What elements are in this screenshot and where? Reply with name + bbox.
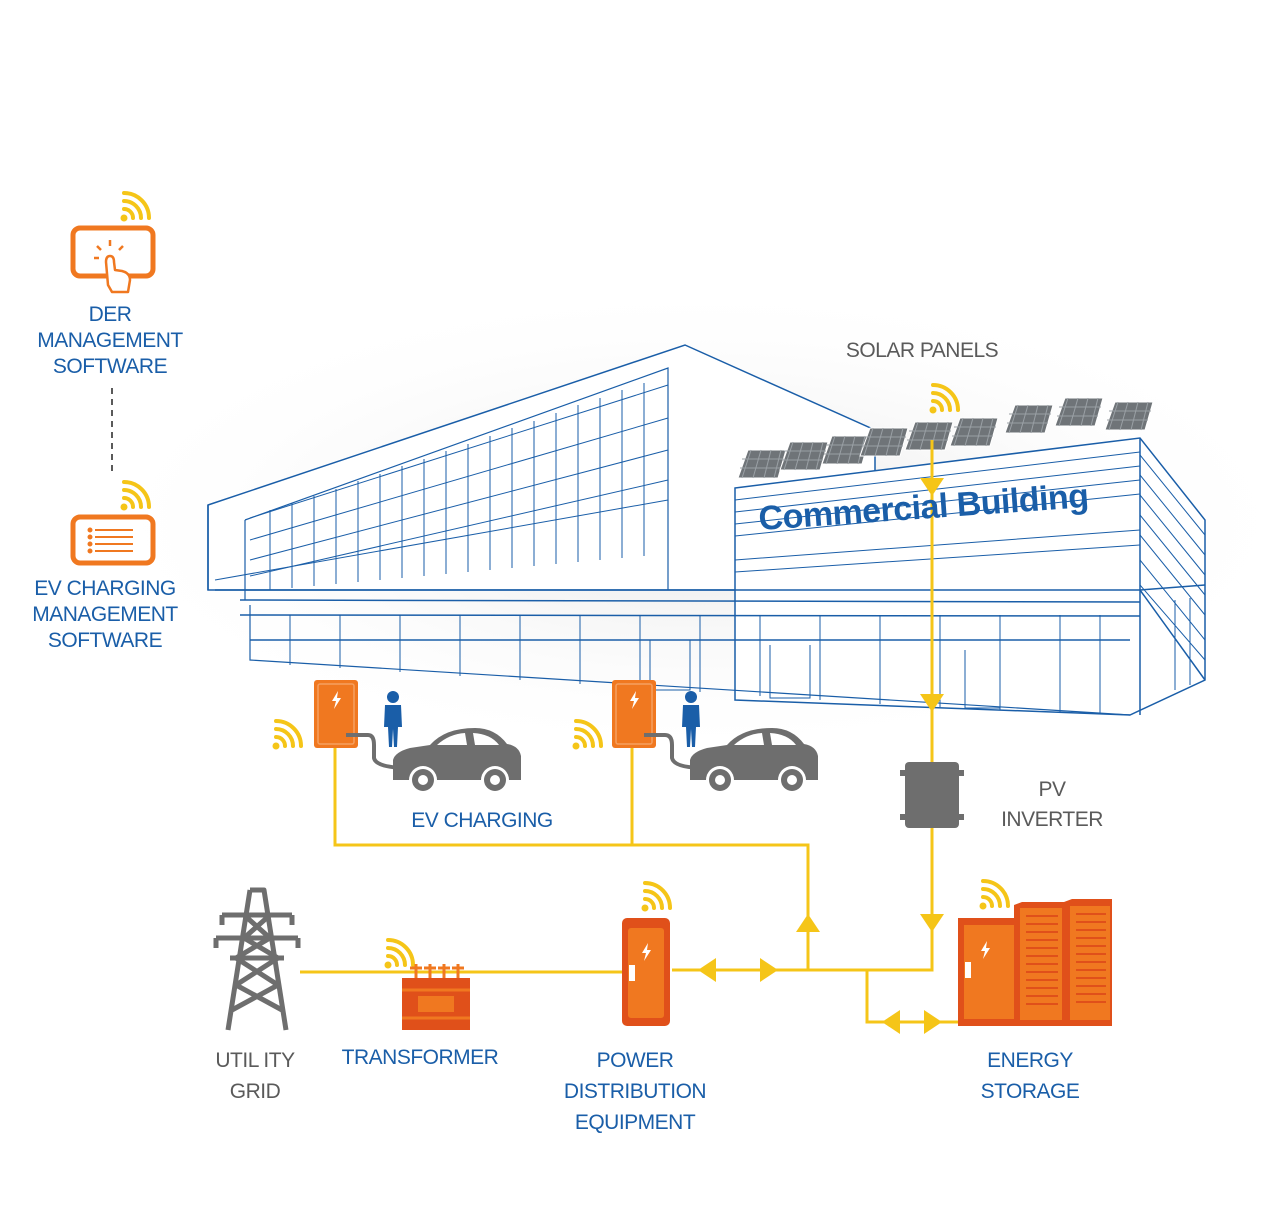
- power-distribution-label: POWER DISTRIBUTION EQUIPMENT: [545, 1045, 725, 1138]
- transmission-tower-icon: [213, 887, 301, 1031]
- energy-storage-label: ENERGY STORAGE: [950, 1045, 1110, 1107]
- ev-software-icon: [70, 480, 156, 566]
- utility-grid-label-line-1: UTIL ITY: [215, 1049, 295, 1072]
- utility-grid-label-line-2: GRID: [229, 1080, 281, 1103]
- power-distribution-label-line-1: POWER: [596, 1049, 674, 1072]
- commercial-building: [207, 344, 1206, 716]
- transformer: [382, 938, 470, 1030]
- utility-grid-label: UTIL ITY GRID: [190, 1045, 320, 1107]
- power-distribution-equipment: [622, 881, 672, 1026]
- energy-storage: [958, 879, 1112, 1026]
- ev-charger-1: [270, 680, 521, 794]
- solar-panels-label: SOLAR PANELS: [845, 339, 999, 362]
- pv-inverter: [900, 762, 964, 828]
- ev-software-label: EV CHARGING MANAGEMENT SOFTWARE: [25, 576, 185, 654]
- power-distribution-label-line-2: DISTRIBUTION: [563, 1080, 707, 1103]
- der-software-label-line-1: DER: [88, 303, 132, 326]
- pv-inverter-label-line-1: PV: [1038, 778, 1066, 801]
- flow-arrows: [698, 478, 944, 1034]
- der-software-label-line-2: MANAGEMENT: [37, 329, 183, 352]
- ev-charging-label: EV CHARGING: [411, 809, 553, 832]
- pv-inverter-label: PV INVERTER: [982, 775, 1122, 835]
- power-distribution-label-line-3: EQUIPMENT: [574, 1111, 696, 1134]
- energy-storage-label-line-2: STORAGE: [980, 1080, 1080, 1103]
- list-screen-icon: [87, 527, 133, 554]
- ev-software-label-line-2: MANAGEMENT: [32, 603, 178, 626]
- transformer-label: TRANSFORMER: [341, 1046, 499, 1069]
- der-software-icon: [70, 191, 156, 294]
- ev-charger-2: [570, 680, 818, 794]
- der-software-label-line-3: SOFTWARE: [52, 355, 168, 378]
- ev-software-label-line-3: SOFTWARE: [47, 629, 163, 652]
- touch-screen-icon: [94, 240, 132, 294]
- pv-inverter-label-line-2: INVERTER: [1001, 808, 1103, 831]
- der-software-label: DER MANAGEMENT SOFTWARE: [30, 302, 190, 380]
- energy-storage-label-line-1: ENERGY: [987, 1049, 1073, 1072]
- ev-software-label-line-1: EV CHARGING: [34, 577, 176, 600]
